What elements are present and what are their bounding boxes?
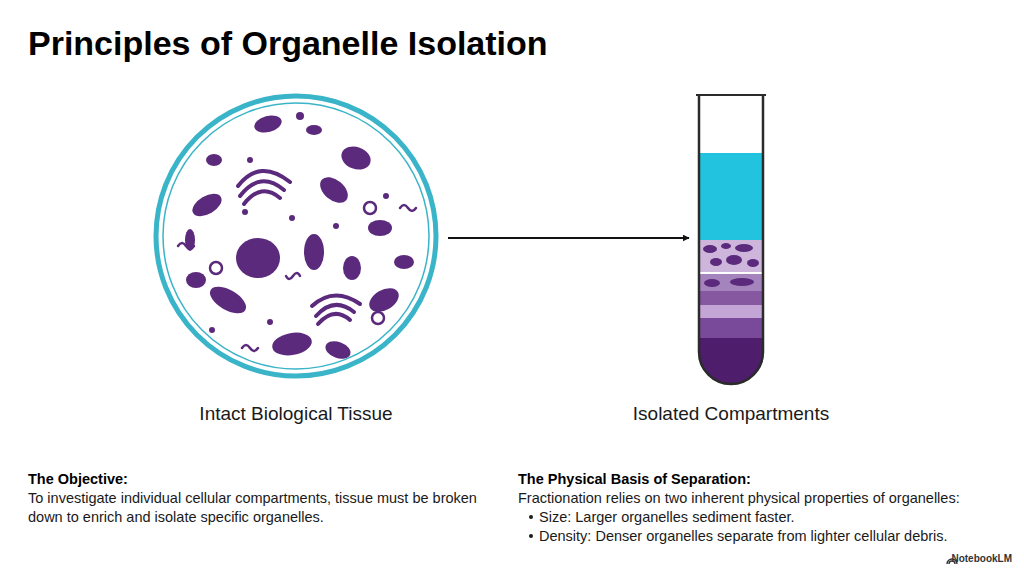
tube-fraction-part	[695, 240, 767, 272]
tissue-filament-part	[242, 345, 258, 351]
body-text: Fractionation relies on two inherent phy…	[518, 489, 1008, 508]
node-caption: Intact Biological Tissue	[146, 403, 446, 425]
test-tube: Isolated Compartments	[697, 94, 765, 386]
tube-fraction-part	[695, 318, 767, 338]
tube-fraction-part	[695, 291, 767, 305]
cell-membrane	[156, 96, 436, 376]
tissue-organelle-part	[270, 330, 313, 359]
tissue-organelle-part	[206, 154, 222, 166]
tube-fraction-part-part	[726, 255, 742, 265]
node-outline	[697, 94, 765, 386]
tissue-organelle-part	[206, 281, 251, 318]
tissue-organelles	[185, 112, 414, 362]
cell-membrane-inner	[163, 103, 429, 369]
tissue-organelle-part	[296, 112, 304, 120]
tissue-vesicle-part	[372, 312, 384, 324]
tube-fraction-part	[695, 272, 767, 274]
tissue-organelle-part	[394, 255, 414, 269]
tube-rim	[696, 94, 766, 96]
tube-fraction-part-part	[735, 244, 753, 252]
tube-fractions	[695, 153, 767, 388]
tissue-vesicle-part	[364, 202, 376, 214]
tissue-organelle-part	[209, 327, 215, 333]
watermark: NotebookLM	[951, 553, 1012, 564]
section-heading: The Physical Basis of Separation:	[518, 471, 751, 487]
tube-fraction-part-part	[710, 258, 722, 266]
tissue-organelle-part	[252, 113, 283, 136]
tube-fraction-part-part	[730, 278, 754, 286]
tissue-organelle-part	[315, 172, 352, 208]
node-caption: Isolated Compartments	[601, 403, 861, 425]
watermark: NotebookLM	[900, 553, 1012, 565]
bullet-dot	[529, 515, 533, 519]
tube-fraction-part	[695, 338, 767, 388]
tissue-organelle-part	[365, 283, 403, 316]
edge-group	[448, 238, 689, 239]
tissue-organelle-part	[289, 215, 295, 221]
bullet-text: Size: Larger organelles sediment faster.	[539, 508, 1019, 527]
tissue-filament-part	[400, 205, 416, 211]
tube-fraction-part	[695, 153, 767, 240]
tube-fraction-part-part	[703, 245, 717, 253]
tissue-filament-part	[178, 243, 194, 249]
bullet-text: Size: Larger organelles sediment faster.	[539, 509, 795, 525]
tissue-organelle-part	[368, 220, 392, 236]
tube-fraction-part-part	[704, 279, 720, 287]
flow-arrow	[448, 237, 689, 239]
tissue-vesicles	[210, 202, 384, 324]
body-text: To investigate individual cellular compa…	[28, 489, 498, 526]
section-heading: The Objective:	[28, 471, 128, 487]
tissue-vesicle-part	[210, 262, 222, 274]
tissue-filament-part	[286, 273, 300, 279]
tube-fraction-part-part	[721, 243, 731, 249]
tissue-organelle-part	[267, 319, 273, 325]
tissue-organelle-part	[304, 234, 324, 270]
golgi-stack-part	[244, 191, 280, 204]
tissue-filaments	[178, 205, 416, 351]
tissue-organelle-part	[343, 256, 361, 280]
golgi-stack-part	[312, 295, 360, 306]
tissue-organelle-part	[383, 193, 389, 199]
golgi-stacks	[238, 171, 360, 324]
tube-fraction-part	[695, 305, 767, 318]
tissue-organelle-part	[247, 157, 253, 163]
tube-glass	[699, 94, 763, 384]
tissue-organelle-part	[186, 272, 206, 288]
tissue-circle: Intact Biological Tissue	[152, 92, 440, 380]
bullet-dot	[529, 534, 533, 538]
tissue-organelle-part	[333, 223, 339, 229]
golgi-stack-part	[318, 314, 350, 324]
section-heading: The Physical Basis of Separation:	[518, 470, 1008, 489]
section-heading: The Objective:	[28, 470, 498, 489]
body-text: Fractionation relies on two inherent phy…	[518, 490, 960, 506]
tissue-organelle-part	[236, 238, 280, 278]
tissue-organelle-part	[338, 143, 374, 174]
golgi-stack-part	[238, 171, 290, 186]
tissue-organelle-part	[189, 189, 226, 221]
node-outline	[152, 92, 440, 380]
tube-fraction-part	[695, 274, 767, 291]
bullet-text: Density: Denser organelles separate from…	[539, 528, 948, 544]
diagram-title: Principles of Organelle Isolation	[28, 24, 548, 63]
bullet-text: Density: Denser organelles separate from…	[539, 527, 1019, 546]
tissue-organelle-part	[242, 209, 248, 215]
body-text: To investigate individual cellular compa…	[28, 490, 477, 525]
tube-fraction-part	[703, 243, 759, 287]
tube-fraction-part-part	[747, 259, 759, 267]
tissue-organelle-part	[306, 125, 322, 135]
